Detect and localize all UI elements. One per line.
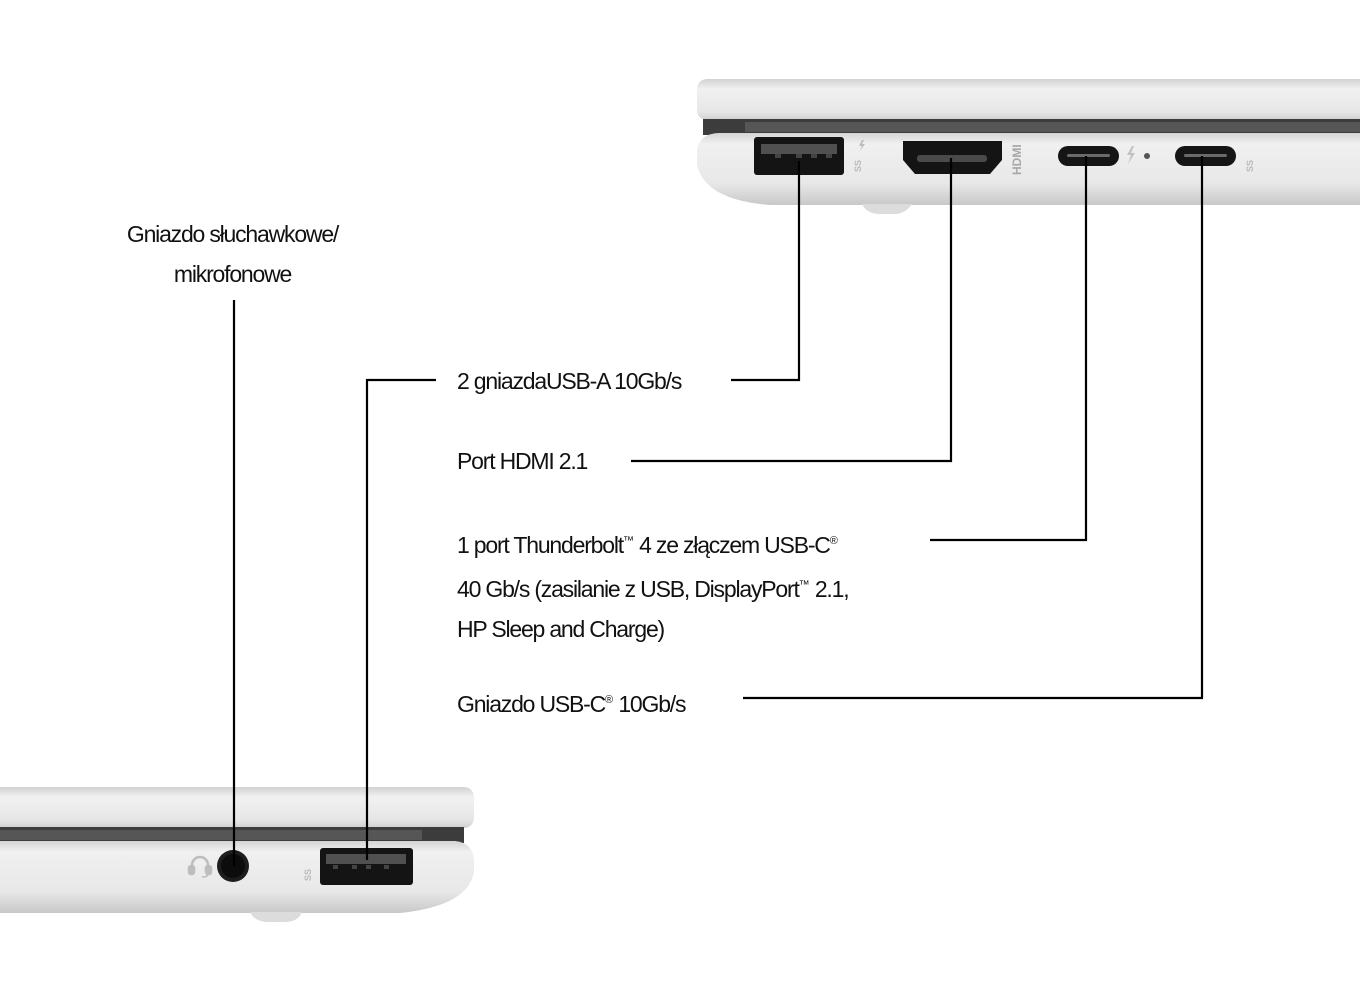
label-audio-jack: Gniazdo słuchawkowe/ mikrofonowe (85, 214, 380, 294)
laptop-foot (862, 204, 912, 214)
hdmi-port (903, 141, 1002, 174)
thunderbolt-icon (1127, 146, 1135, 164)
label-hdmi: Port HDMI 2.1 (457, 448, 588, 474)
leader-line-usb-a-right (731, 161, 801, 382)
label-usb-a: 2 gniazdaUSB-A 10Gb/s (457, 368, 682, 394)
usb-c-ss-marking: SS (1245, 160, 1255, 172)
usb-c-port (1175, 146, 1236, 166)
charging-led-icon (1144, 153, 1150, 159)
usb-a-port-right (754, 137, 844, 175)
usb-a-ss-marking: SS (853, 160, 863, 172)
label-audio-jack-line2: mikrofonowe (173, 261, 292, 287)
leader-line-thunderbolt (930, 156, 1088, 542)
label-audio-jack-line1: Gniazdo słuchawkowe/ (126, 221, 339, 247)
leader-lines (232, 156, 1204, 866)
usb-a-left-ss-marking: SS (303, 869, 313, 881)
laptop-left-side: SS (0, 787, 474, 922)
charging-bolt-icon (859, 140, 865, 151)
headset-icon (187, 855, 213, 878)
laptop-lid (0, 787, 474, 828)
thunderbolt-port (1058, 146, 1119, 166)
label-thunderbolt: 1 port Thunderbolt™ 4 ze złączem USB-C® … (457, 521, 850, 649)
label-thunderbolt-line2: 40 Gb/s (zasilanie z USB, DisplayPort™ 2… (457, 576, 850, 602)
label-usb-c: Gniazdo USB-C® 10Gb/s (457, 691, 686, 717)
label-thunderbolt-line1: 1 port Thunderbolt™ 4 ze złączem USB-C® (457, 532, 838, 558)
leader-line-hdmi (631, 158, 953, 463)
hdmi-marking: HDMI (1010, 144, 1024, 175)
laptop-right-side: SS HDMI SS (697, 79, 1360, 214)
laptop-foot (250, 912, 302, 922)
laptop-lid (697, 79, 1360, 120)
leader-line-usb-a-left (365, 378, 436, 860)
label-thunderbolt-line3: HP Sleep and Charge) (457, 616, 665, 642)
leader-line-usb-c (743, 156, 1204, 700)
